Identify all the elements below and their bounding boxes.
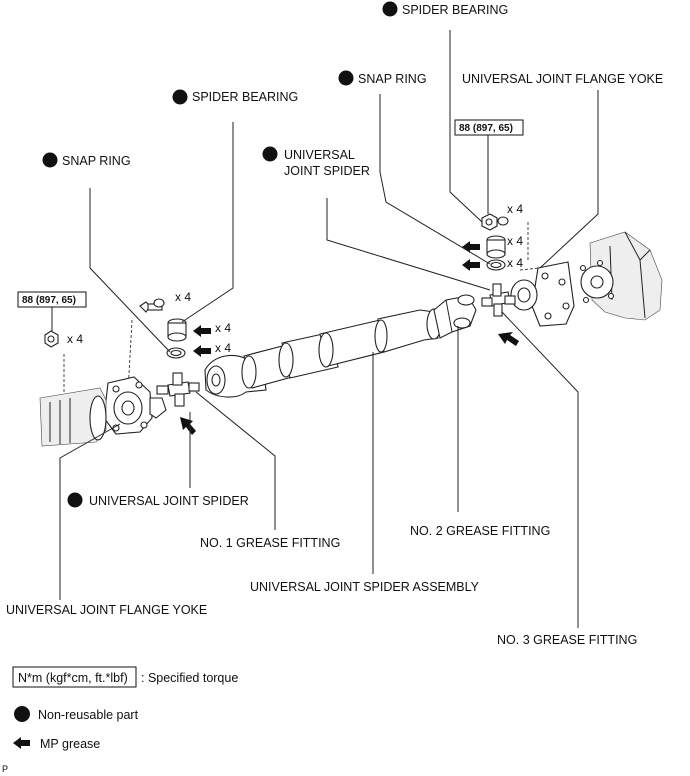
label-flange-yoke-right: UNIVERSAL JOINT FLANGE YOKE <box>462 72 663 86</box>
non-reusable-mark-spider-bearing-top <box>382 1 398 17</box>
label-flange-yoke-left: UNIVERSAL JOINT FLANGE YOKE <box>6 603 207 617</box>
non-reusable-mark-spider-right <box>262 146 278 162</box>
qty-right-bearing: x 4 <box>507 234 523 248</box>
qty-left-snap: x 4 <box>215 341 231 355</box>
legend-torque-box <box>12 666 137 688</box>
torque-box-right <box>454 119 524 136</box>
label-spider-bearing-top: SPIDER BEARING <box>402 3 508 17</box>
legend-torque-text: : Specified torque <box>141 671 238 685</box>
legend-torque-box-text: N*m (kgf*cm, ft.*lbf) <box>18 671 128 685</box>
legend: N*m (kgf*cm, ft.*lbf) : Specified torque… <box>12 666 238 751</box>
legend-non-reusable-text: Non-reusable part <box>38 708 139 722</box>
legend-mp-grease-text: MP grease <box>40 737 100 751</box>
label-no1-grease-fitting: NO. 1 GREASE FITTING <box>200 536 340 550</box>
legend-non-reusable-icon <box>14 706 30 722</box>
label-universal-joint-spider-right-line1: UNIVERSAL <box>284 148 355 162</box>
non-reusable-mark-spider-left <box>67 492 83 508</box>
left-nut <box>44 330 59 348</box>
non-reusable-mark-snap-ring-right <box>338 70 354 86</box>
label-no3-grease-fitting: NO. 3 GREASE FITTING <box>497 633 637 647</box>
differential-housing <box>39 387 107 447</box>
label-snap-ring-left: SNAP RING <box>62 154 131 168</box>
right-assembly-guide <box>519 222 541 271</box>
grease-arrow-no3-fitting <box>498 332 519 346</box>
qty-right-bolt: x 4 <box>507 202 523 216</box>
grease-arrow-no1-fitting <box>180 417 196 435</box>
non-reusable-mark-snap-ring-left <box>42 152 58 168</box>
label-spider-bearing-left: SPIDER BEARING <box>192 90 298 104</box>
grease-arrow-right-snap <box>462 259 480 271</box>
non-reusable-mark-spider-bearing-left <box>172 89 188 105</box>
qty-left-nut: x 4 <box>67 332 83 346</box>
qty-left-bolt: x 4 <box>175 290 191 304</box>
grease-arrow-left-snap <box>193 345 211 357</box>
torque-box-left <box>17 291 87 308</box>
legend-mp-grease-arrow-icon <box>13 737 30 749</box>
transmission-housing <box>579 231 663 321</box>
propeller-shaft <box>204 294 477 398</box>
qty-left-bearing: x 4 <box>215 321 231 335</box>
torque-value-right: 88 (897, 65) <box>459 123 513 134</box>
leader-lines <box>51 30 599 628</box>
label-spider-assembly: UNIVERSAL JOINT SPIDER ASSEMBLY <box>250 580 480 594</box>
right-parts-stack <box>481 213 509 271</box>
label-no2-grease-fitting: NO. 2 GREASE FITTING <box>410 524 550 538</box>
flange-yoke-right <box>510 261 575 327</box>
grease-arrow-right-bearing <box>462 241 480 253</box>
flange-yoke-left <box>103 376 167 435</box>
torque-value-left: 88 (897, 65) <box>22 295 76 306</box>
left-parts-stack <box>139 298 187 359</box>
spider-right <box>481 283 516 317</box>
label-universal-joint-spider-right-line2: JOINT SPIDER <box>284 164 370 178</box>
qty-right-snap: x 4 <box>507 256 523 270</box>
label-universal-joint-spider-left: UNIVERSAL JOINT SPIDER <box>89 494 249 508</box>
grease-arrow-left-bearing <box>193 325 211 337</box>
corner-mark: P <box>2 764 8 774</box>
label-snap-ring-right: SNAP RING <box>358 72 427 86</box>
spider-left <box>156 372 200 407</box>
